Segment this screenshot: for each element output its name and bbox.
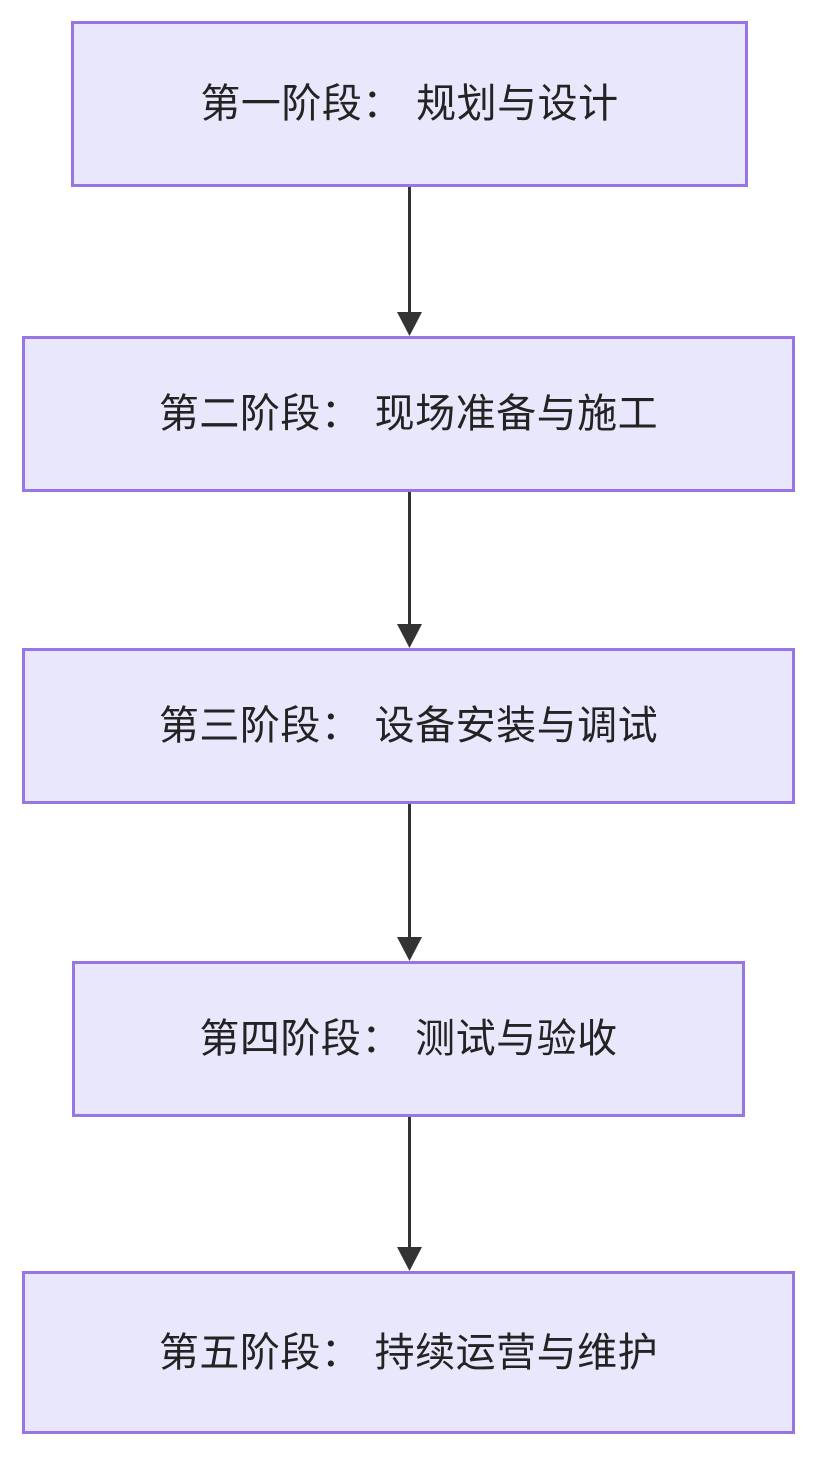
arrow-down-icon	[397, 624, 422, 648]
flow-node-label: 第五阶段： 持续运营与维护	[158, 1329, 659, 1376]
arrow-down-icon	[397, 1247, 422, 1271]
flow-node-stage-5[interactable]: 第五阶段： 持续运营与维护	[22, 1271, 795, 1434]
arrow-down-icon	[397, 937, 422, 961]
flow-node-label: 第三阶段： 设备安装与调试	[158, 703, 659, 749]
flow-node-stage-1[interactable]: 第一阶段： 规划与设计	[71, 21, 748, 187]
flow-node-label: 第一阶段： 规划与设计	[200, 81, 619, 127]
flow-node-stage-3[interactable]: 第三阶段： 设备安装与调试	[22, 648, 795, 804]
flow-edge-stage-3-to-stage-4	[397, 804, 422, 961]
flow-node-stage-4[interactable]: 第四阶段： 测试与验收	[72, 961, 745, 1117]
flow-edge-stage-1-to-stage-2	[397, 187, 422, 336]
flow-edge-stage-4-to-stage-5	[397, 1117, 422, 1271]
flow-node-stage-2[interactable]: 第二阶段： 现场准备与施工	[22, 336, 795, 492]
flow-node-label: 第二阶段： 现场准备与施工	[158, 391, 659, 437]
flow-edge-stage-2-to-stage-3	[397, 492, 422, 648]
arrow-down-icon	[397, 312, 422, 336]
flow-node-label: 第四阶段： 测试与验收	[199, 1016, 618, 1062]
